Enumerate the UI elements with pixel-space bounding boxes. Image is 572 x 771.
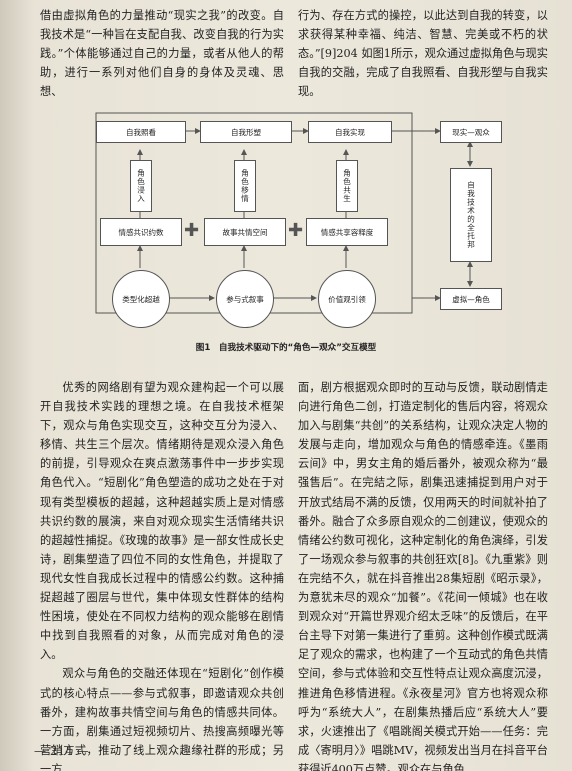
box-self-realization: 自我实现 (308, 121, 392, 143)
box-story-empathy-space: 故事共情空间 (204, 218, 286, 246)
figure-caption: 图1 自我技术驱动下的“角色—观众”交互模型 (195, 343, 377, 353)
circle-value-guidance: 价值观引领 (318, 270, 376, 328)
circle-participatory-narrative: 参与式叙事 (216, 270, 274, 328)
label-role-symbiosis: 角色共生 (336, 160, 358, 212)
label-role-immersion: 角色浸入 (130, 160, 152, 212)
plus-icon: ✚ (288, 220, 304, 241)
box-self-care: 自我照看 (96, 121, 186, 143)
top-right-paragraph: 行为、存在方式的操控，以此达到自我的转变，以求获得某种幸福、纯洁、智慧、完美或不… (298, 9, 548, 99)
plus-icon: ✚ (184, 220, 200, 241)
box-reality-audience: 现实—观众 (440, 121, 502, 143)
bottom-left-column: 优秀的网络剧有望为观众建构起一个可以展开自我技术实践的理想之境。在自我技术框架下… (40, 378, 284, 771)
top-left-paragraph: 借由虚拟角色的力量推动“现实之我”的改变。自我技术是“一种旨在支配自我、改变自我… (40, 9, 284, 99)
paragraph: 观众与角色的交融还体现在“短剧化”创作模式的核心特点——参与式叙事，即邀请观众共… (40, 667, 284, 771)
box-self-technology-utopia: 自我技术的全托邦 (450, 168, 492, 262)
box-emotional-sharing: 情感共享容释度 (306, 218, 388, 246)
page-number: — 214 — (34, 744, 89, 758)
circle-type-transcendence: 类型化超越 (112, 270, 170, 328)
bottom-right-column: 面，剧方根据观众即时的互动与反馈，联动剧情走向进行角色二创，打造定制化的售后内容… (298, 381, 548, 771)
box-emotional-consensus: 情感共识约数 (100, 218, 182, 246)
paragraph: 优秀的网络剧有望为观众建构起一个可以展开自我技术实践的理想之境。在自我技术框架下… (40, 381, 284, 662)
box-self-shaping: 自我形塑 (200, 121, 292, 143)
box-virtual-role: 虚拟—角色 (440, 288, 502, 310)
label-role-empathy: 角色移情 (234, 160, 256, 212)
